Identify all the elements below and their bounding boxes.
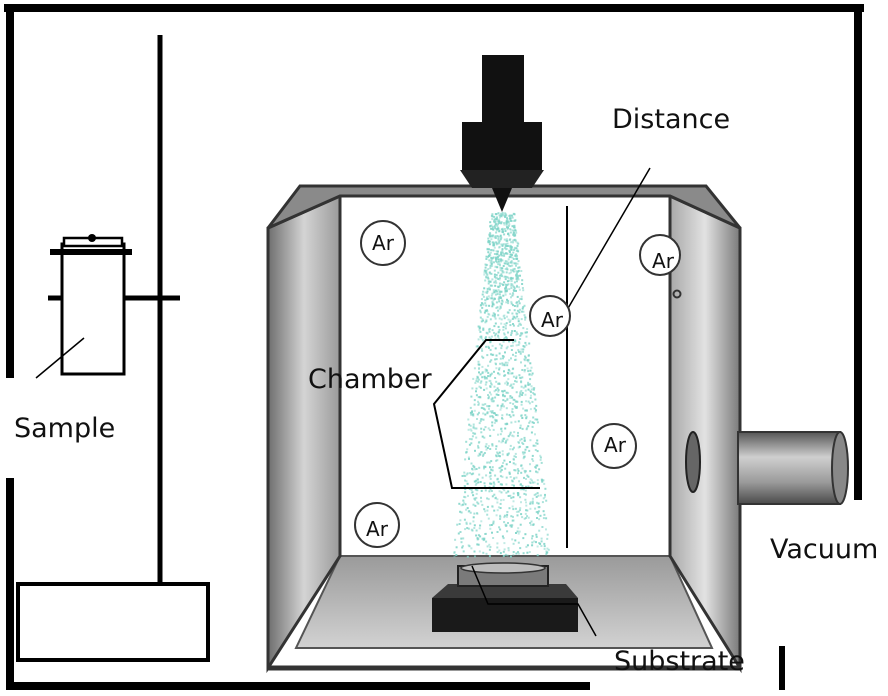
argon-marker: Ar bbox=[354, 502, 400, 548]
vacuum-port bbox=[685, 431, 701, 493]
distance-label: Distance bbox=[612, 104, 730, 135]
substrate-pointer-line bbox=[471, 565, 597, 637]
argon-marker: Ar bbox=[529, 295, 571, 337]
sample-pointer-line bbox=[35, 337, 85, 379]
sample-label: Sample bbox=[14, 413, 115, 444]
sample-stand bbox=[16, 35, 210, 662]
substrate-holder-icon bbox=[432, 562, 578, 632]
chamber-label: Chamber bbox=[308, 364, 433, 395]
distance-pointer-line bbox=[566, 167, 651, 311]
argon-marker: Ar bbox=[360, 220, 406, 266]
argon-label: Ar bbox=[604, 433, 627, 457]
vacuum-pipe-icon bbox=[737, 431, 849, 505]
chamber-pointer-bracket bbox=[432, 339, 540, 489]
spray-nozzle-icon bbox=[460, 55, 544, 212]
sample-vial-icon bbox=[50, 234, 132, 376]
argon-label: Ar bbox=[652, 249, 675, 273]
substrate-label: Substrate bbox=[614, 646, 745, 677]
vacuum-label: Vacuum bbox=[770, 534, 878, 565]
argon-marker: Ar bbox=[639, 234, 682, 299]
argon-label: Ar bbox=[372, 231, 395, 255]
argon-label: Ar bbox=[366, 517, 389, 541]
outer-frame bbox=[4, 4, 864, 690]
argon-marker: Ar bbox=[591, 423, 637, 469]
argon-label: Ar bbox=[541, 308, 564, 332]
